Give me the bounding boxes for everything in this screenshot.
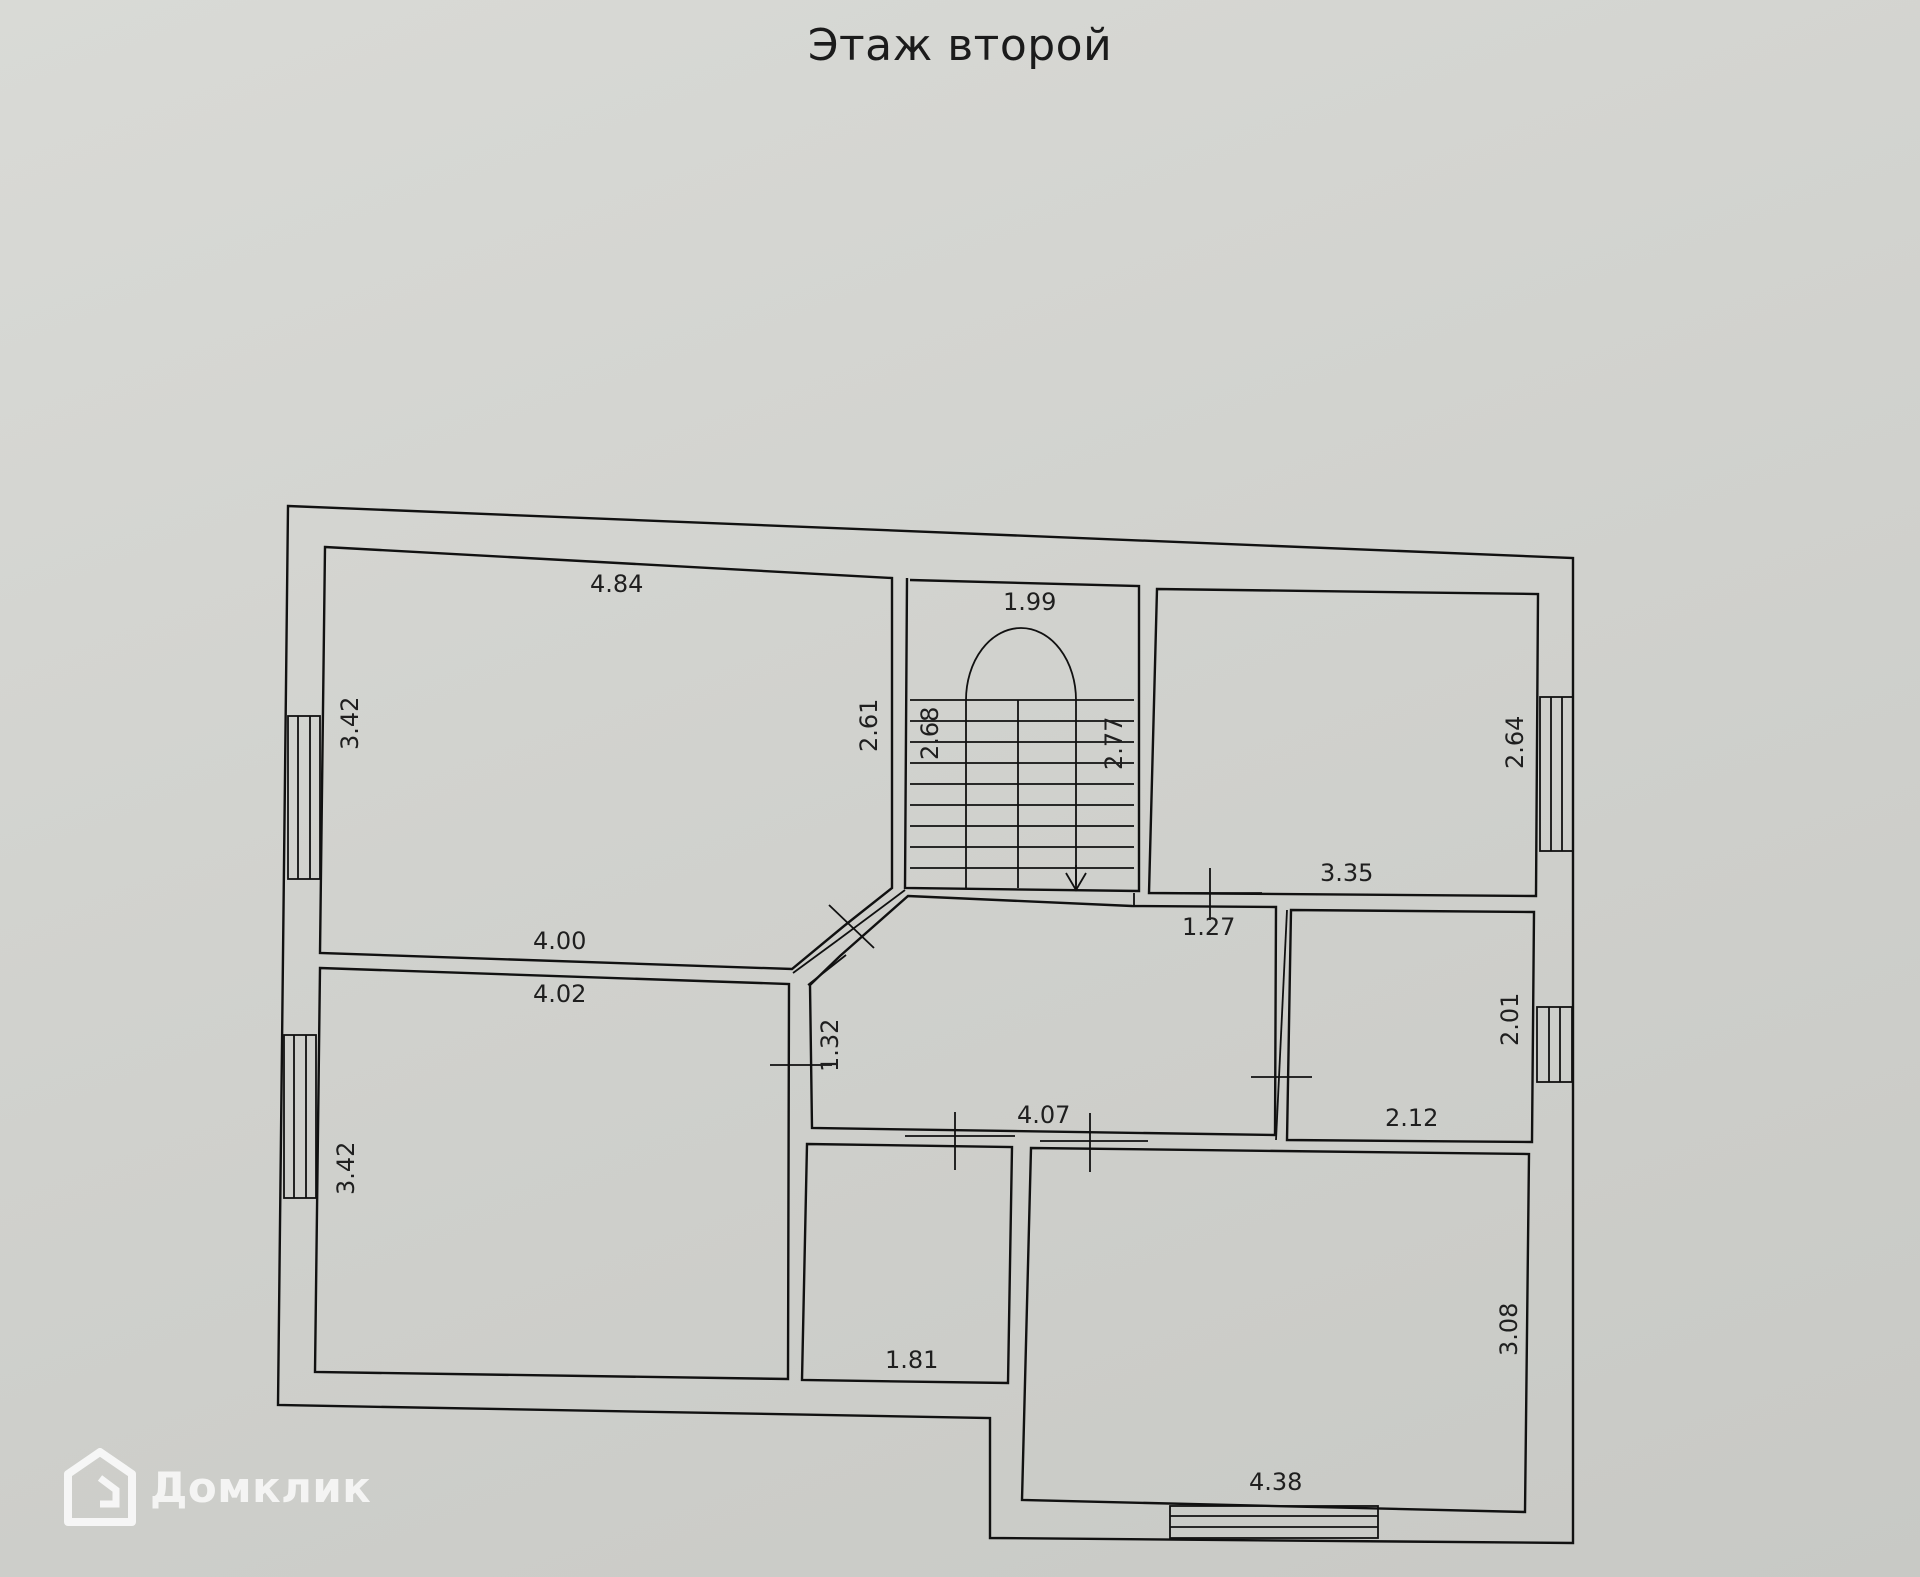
staircase-room (903, 577, 1141, 893)
stair-arch (965, 627, 1077, 888)
door-marks (770, 868, 1312, 1172)
window-bottom (1169, 1505, 1379, 1539)
dim-room6-bottom: 4.38 (1249, 1468, 1302, 1496)
room-4 (1285, 908, 1536, 1144)
watermark-text: Домклик (150, 1462, 372, 1512)
dim-stair-right: 2.77 (1100, 717, 1128, 770)
dim-room2-left: 3.42 (332, 1142, 360, 1195)
dim-room1-right: 2.61 (855, 699, 883, 752)
window-left-bottom (283, 1034, 317, 1199)
dim-stair-top: 1.99 (1003, 588, 1056, 616)
dim-stair-left: 2.68 (916, 707, 944, 760)
plan-title: Этаж второй (807, 20, 1113, 71)
window-left-top (287, 715, 321, 880)
room-2 (313, 966, 791, 1381)
dim-room4-right: 2.01 (1496, 993, 1524, 1046)
window-right-middle (1536, 1006, 1573, 1083)
dim-room1-bottom: 4.00 (533, 927, 586, 955)
dim-room3-bottom: 3.35 (1320, 859, 1373, 887)
domclick-watermark: Домклик (64, 1448, 371, 1526)
outer-walls (276, 504, 1575, 1545)
dimension-labels: 4.84 3.42 2.61 4.00 1.99 2.68 2.77 2.64 … (332, 570, 1529, 1496)
staircase-steps (910, 627, 1134, 892)
dim-room3-right: 2.64 (1501, 716, 1529, 769)
dim-room5-bottom: 1.81 (885, 1346, 938, 1374)
room-1 (318, 545, 894, 971)
dim-hall-left: 1.32 (816, 1019, 844, 1072)
door-mark (828, 904, 875, 949)
domclick-house-logo-icon (64, 1448, 136, 1526)
dim-hall-door: 1.27 (1182, 913, 1235, 941)
outer-wall-outline (276, 504, 1575, 1545)
dim-hall-bottom: 4.07 (1017, 1101, 1070, 1129)
hall-room (808, 894, 1278, 1137)
dim-room1-left: 3.42 (336, 697, 364, 750)
room-6 (1020, 1146, 1531, 1514)
arrow-down-icon (1065, 872, 1087, 892)
room-5 (800, 1142, 1014, 1385)
dim-room2-top: 4.02 (533, 980, 586, 1008)
dim-room1-top: 4.84 (590, 570, 643, 598)
diagonal-wall (792, 889, 906, 986)
dim-room6-right: 3.08 (1495, 1303, 1523, 1356)
window-right-top (1539, 696, 1574, 852)
dim-room4-bottom: 2.12 (1385, 1104, 1438, 1132)
room-3 (1147, 587, 1540, 898)
